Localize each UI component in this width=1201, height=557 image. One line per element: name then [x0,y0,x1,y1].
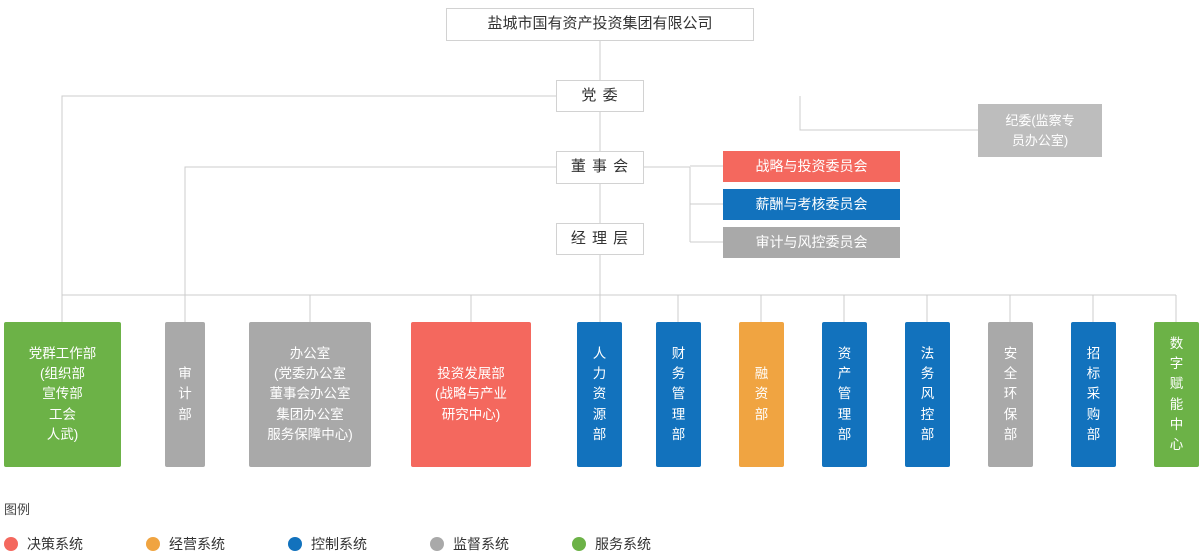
legend-dot-control [288,537,302,551]
legend-label-operation: 经营系统 [169,536,225,552]
dept-investment-development[interactable]: 投资发展部 (战略与产业 研究中心) [411,322,531,467]
committee-strategy-investment[interactable]: 战略与投资委员会 [723,151,900,182]
node-root[interactable]: 盐城市国有资产投资集团有限公司 [446,8,754,41]
legend-item-operation[interactable]: 经营系统 [146,534,225,554]
dept-financing[interactable]: 融 资 部 [739,322,784,467]
dept-party-affairs[interactable]: 党群工作部 (组织部 宣传部 工会 人武) [4,322,121,467]
committee-compensation-assessment[interactable]: 薪酬与考核委员会 [723,189,900,220]
dept-financial-management[interactable]: 财 务 管 理 部 [656,322,701,467]
legend-label-supervision: 监督系统 [453,536,509,552]
legend-dot-decision [4,537,18,551]
legend-dot-operation [146,537,160,551]
legend-title: 图例 [4,502,31,517]
legend-item-control[interactable]: 控制系统 [288,534,367,554]
committee-audit-risk-control[interactable]: 审计与风控委员会 [723,227,900,258]
dept-safety-environment[interactable]: 安 全 环 保 部 [988,322,1033,467]
legend-dot-supervision [430,537,444,551]
node-party-committee[interactable]: 党 委 [556,80,644,112]
dept-audit[interactable]: 审 计 部 [165,322,205,467]
legend-item-decision[interactable]: 决策系统 [4,534,83,554]
legend: 决策系统 经营系统 控制系统 监督系统 服务系统 [4,534,689,554]
legend-item-service[interactable]: 服务系统 [572,534,651,554]
legend-label-control: 控制系统 [311,536,367,552]
dept-office[interactable]: 办公室 (党委办公室 董事会办公室 集团办公室 服务保障中心) [249,322,371,467]
dept-human-resources[interactable]: 人 力 资 源 部 [577,322,622,467]
legend-dot-service [572,537,586,551]
legend-item-supervision[interactable]: 监督系统 [430,534,509,554]
legend-label-service: 服务系统 [595,536,651,552]
legend-label-decision: 决策系统 [27,536,83,552]
dept-bidding-procurement[interactable]: 招 标 采 购 部 [1071,322,1116,467]
dept-asset-management[interactable]: 资 产 管 理 部 [822,322,867,467]
node-board-of-directors[interactable]: 董 事 会 [556,151,644,184]
dept-legal-risk-control[interactable]: 法 务 风 控 部 [905,322,950,467]
dept-digital-empowerment[interactable]: 数 字 赋 能 中 心 [1154,322,1199,467]
node-management-layer[interactable]: 经 理 层 [556,223,644,255]
node-discipline-inspection[interactable]: 纪委(监察专 员办公室) [978,104,1102,157]
